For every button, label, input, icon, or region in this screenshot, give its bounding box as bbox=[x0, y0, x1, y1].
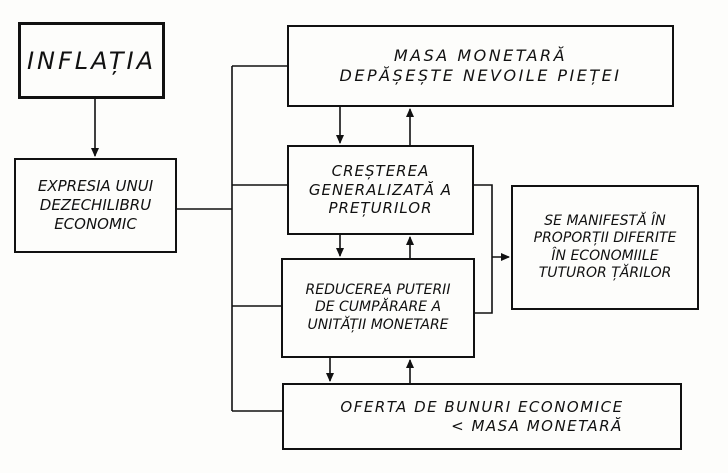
edge-reducere-right bbox=[475, 257, 493, 314]
node-manifesta-line-2: PROPORȚII DIFERITE bbox=[533, 230, 677, 246]
node-inflatia-line-1: INFLAȚIA bbox=[26, 46, 157, 75]
node-crestere-line-1: CREȘTEREA bbox=[331, 161, 430, 180]
node-expresia-line-1: EXPRESIA UNUI bbox=[37, 177, 154, 196]
node-masa-line-1: MASA MONETARĂ bbox=[393, 46, 568, 65]
node-reducere-line-1: REDUCEREA PUTERII bbox=[305, 281, 451, 298]
node-manifesta-line-3: ÎN ECONOMIILE bbox=[551, 247, 659, 264]
node-oferta-line-2: < MASA MONETARĂ bbox=[451, 416, 623, 435]
node-masa-monetara: MASA MONETARĂ DEPĂȘEȘTE NEVOILE PIEȚEI bbox=[287, 25, 674, 107]
node-oferta-bunuri: OFERTA DE BUNURI ECONOMICE < MASA MONETA… bbox=[282, 383, 682, 450]
node-crestere-line-2: GENERALIZATĂ A bbox=[308, 180, 453, 199]
node-manifesta-line-4: TUTUROR ȚĂRILOR bbox=[538, 265, 672, 281]
node-manifesta-proportii: SE MANIFESTĂ ÎN PROPORȚII DIFERITE ÎN EC… bbox=[511, 185, 699, 310]
node-crestere-line-3: PREȚURILOR bbox=[328, 199, 433, 218]
node-reducere-line-3: UNITĂȚII MONETARE bbox=[307, 316, 449, 333]
node-crestere-preturi: CREȘTEREA GENERALIZATĂ A PREȚURILOR bbox=[287, 145, 474, 235]
edge-crestere-right bbox=[474, 184, 493, 257]
node-expresia-line-3: ECONOMIC bbox=[54, 214, 137, 233]
node-inflatia: INFLAȚIA bbox=[18, 22, 165, 99]
node-expresia-dezechilibru: EXPRESIA UNUI DEZECHILIBRU ECONOMIC bbox=[14, 158, 177, 253]
node-expresia-line-2: DEZECHILIBRU bbox=[39, 196, 152, 215]
node-reducere-putere-cumparare: REDUCEREA PUTERII DE CUMPĂRARE A UNITĂȚI… bbox=[281, 258, 475, 358]
node-masa-line-2: DEPĂȘEȘTE NEVOILE PIEȚEI bbox=[339, 66, 622, 85]
node-reducere-line-2: DE CUMPĂRARE A bbox=[314, 299, 442, 316]
node-manifesta-line-1: SE MANIFESTĂ ÎN bbox=[544, 212, 666, 229]
node-oferta-line-1: OFERTA DE BUNURI ECONOMICE bbox=[340, 397, 624, 416]
